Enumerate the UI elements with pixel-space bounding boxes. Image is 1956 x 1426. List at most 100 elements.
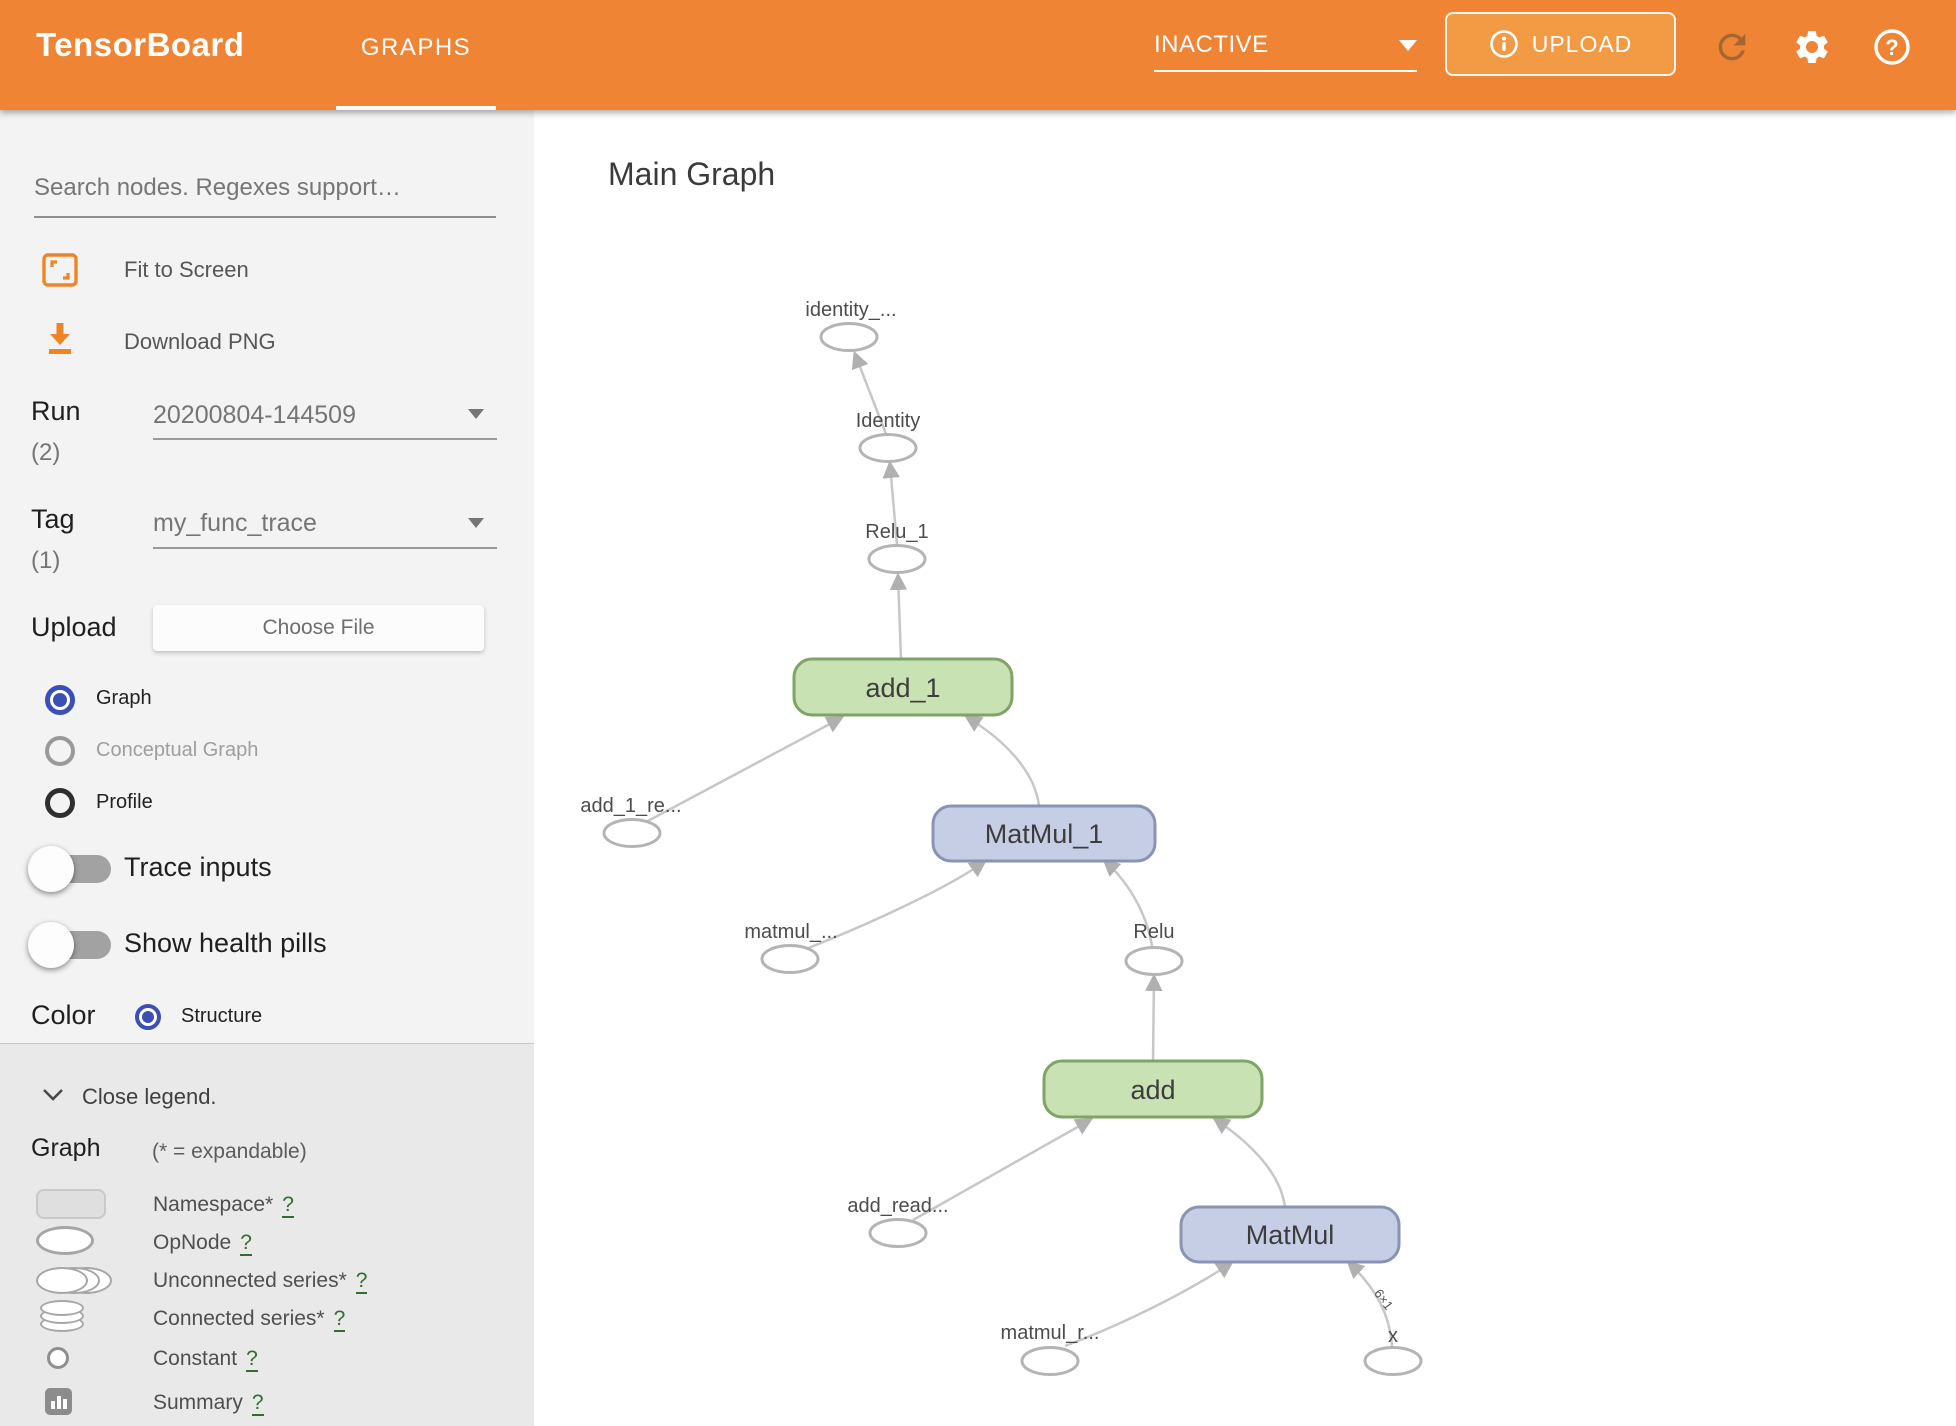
- edge-matmul-to-add: [1212, 1117, 1287, 1208]
- download-icon[interactable]: [45, 322, 75, 356]
- edge-matmulr-to-matmul: [1064, 1261, 1234, 1348]
- tensorboard-logo: TensorBoard: [36, 26, 245, 63]
- info-icon: [1489, 30, 1518, 58]
- refresh-icon[interactable]: [1712, 27, 1752, 67]
- choose-file-button[interactable]: Choose File: [153, 605, 484, 651]
- legend-item-label: Namespace*: [153, 1193, 274, 1216]
- node-label: identity_...: [805, 299, 896, 321]
- download-png-button[interactable]: Download PNG: [124, 329, 276, 354]
- tag-select[interactable]: my_func_trace: [153, 509, 317, 537]
- edge-add-to-relu: [1145, 973, 1163, 1062]
- namespace-help-link[interactable]: ?: [282, 1193, 294, 1218]
- namespace-shape-icon: [36, 1189, 106, 1219]
- node-identity[interactable]: [858, 433, 918, 463]
- node-label: add_1_re...: [580, 795, 681, 817]
- graph-pane: Main Graph 6×1: [534, 110, 1956, 1426]
- chevron-down-icon[interactable]: [42, 1088, 64, 1102]
- graph-edges: [645, 350, 1394, 1348]
- app-header: TensorBoard GRAPHS INACTIVE UPLOAD ?: [0, 0, 1956, 110]
- tab-graphs[interactable]: GRAPHS: [336, 0, 496, 110]
- legend-item-unconnected-series: Unconnected series*?: [153, 1269, 368, 1294]
- run-select[interactable]: 20200804-144509: [153, 401, 356, 429]
- help-icon[interactable]: ?: [1872, 27, 1912, 67]
- node-x[interactable]: [1363, 1346, 1423, 1376]
- legend-item-constant: Constant?: [153, 1347, 258, 1372]
- edge-tensor-shape-label: 6×1: [1371, 1286, 1396, 1313]
- legend-expandable-note: (* = expandable): [152, 1140, 307, 1163]
- upload-button-label: UPLOAD: [1531, 30, 1633, 57]
- node-relu-1[interactable]: [867, 544, 927, 574]
- radio-profile-label[interactable]: Profile: [96, 791, 153, 813]
- radio-graph-label[interactable]: Graph: [96, 687, 152, 709]
- radio-color-structure-label[interactable]: Structure: [181, 1005, 263, 1027]
- trace-inputs-toggle[interactable]: [28, 846, 113, 892]
- upload-label: Upload: [31, 612, 117, 642]
- fit-to-screen-button[interactable]: Fit to Screen: [124, 257, 249, 282]
- search-input[interactable]: [34, 166, 410, 210]
- legend-item-summary: Summary?: [153, 1391, 264, 1416]
- node-matmul-1[interactable]: [931, 804, 1157, 863]
- legend-item-label: Connected series*: [153, 1307, 325, 1330]
- toggle-thumb: [28, 846, 74, 892]
- fit-to-screen-icon[interactable]: [42, 253, 78, 287]
- color-by-label: Color: [31, 1000, 96, 1030]
- gear-icon[interactable]: [1792, 27, 1832, 67]
- node-identity-out[interactable]: [819, 322, 879, 352]
- node-matmul-read[interactable]: [760, 944, 820, 974]
- radio-conceptual-graph-label[interactable]: Conceptual Graph: [96, 739, 259, 761]
- radio-graph[interactable]: [45, 685, 75, 715]
- run-chevron-down-icon[interactable]: [468, 409, 484, 419]
- legend-item-label: Unconnected series*: [153, 1269, 347, 1292]
- node-add[interactable]: [1042, 1059, 1264, 1119]
- edge-addread-to-add: [912, 1118, 1094, 1222]
- legend-item-label: Constant: [153, 1347, 238, 1370]
- edge-matmul1-to-add1: [964, 715, 1041, 806]
- show-health-pills-label: Show health pills: [124, 928, 327, 958]
- radio-conceptual-graph[interactable]: [45, 736, 75, 766]
- edge-x-to-matmul: [1346, 1260, 1394, 1348]
- tag-label: Tag: [31, 504, 75, 534]
- tag-select-underline: [153, 547, 497, 549]
- close-legend-button[interactable]: Close legend.: [82, 1084, 217, 1109]
- node-add-1-read[interactable]: [602, 818, 662, 848]
- unconnected-series-help-link[interactable]: ?: [355, 1269, 368, 1294]
- svg-text:?: ?: [1885, 35, 1898, 60]
- trace-inputs-label: Trace inputs: [124, 852, 272, 882]
- graph-controls-sidebar: Fit to Screen Download PNG Run (2) 20200…: [0, 110, 534, 1426]
- chevron-down-icon: [1399, 39, 1417, 51]
- radio-profile[interactable]: [45, 788, 75, 818]
- graph-canvas[interactable]: 6×1 identity_... Identity Relu_1 add_1 a…: [534, 110, 1956, 1426]
- node-label: add: [1130, 1075, 1175, 1105]
- radio-color-structure[interactable]: [135, 1004, 161, 1030]
- legend-item-label: Summary: [153, 1391, 243, 1414]
- node-label: MatMul_1: [985, 819, 1104, 849]
- run-select-underline: [153, 438, 497, 440]
- tag-count: (1): [31, 547, 61, 574]
- node-matmul-r[interactable]: [1020, 1346, 1080, 1376]
- legend-heading: Graph: [31, 1134, 101, 1162]
- node-label: matmul_...: [744, 921, 837, 943]
- node-label: Relu: [1133, 921, 1174, 943]
- node-label: Identity: [856, 410, 920, 432]
- summary-shape-icon: [45, 1388, 72, 1415]
- opnode-help-link[interactable]: ?: [240, 1231, 252, 1256]
- edge-relu-to-matmul1: [1102, 858, 1154, 947]
- constant-help-link[interactable]: ?: [246, 1347, 258, 1372]
- status-dropdown-value: INACTIVE: [1154, 31, 1269, 58]
- tag-chevron-down-icon[interactable]: [468, 518, 484, 528]
- node-label: Relu_1: [865, 521, 928, 543]
- upload-button[interactable]: UPLOAD: [1445, 12, 1676, 76]
- node-add-read[interactable]: [868, 1218, 928, 1248]
- node-label: add_1: [865, 673, 940, 703]
- status-dropdown[interactable]: INACTIVE: [1154, 20, 1417, 72]
- node-relu[interactable]: [1124, 946, 1184, 976]
- node-matmul[interactable]: [1179, 1205, 1401, 1264]
- node-label: matmul_r...: [1001, 1322, 1100, 1344]
- connected-series-help-link[interactable]: ?: [333, 1307, 346, 1332]
- show-health-pills-toggle[interactable]: [28, 922, 113, 968]
- connected-series-shape-icon: [40, 1300, 84, 1334]
- node-add-1[interactable]: [792, 657, 1014, 717]
- summary-help-link[interactable]: ?: [251, 1391, 264, 1416]
- graph-legend: Close legend. Graph (* = expandable) Nam…: [0, 1043, 534, 1426]
- edge-add1read-to-add1: [645, 716, 845, 824]
